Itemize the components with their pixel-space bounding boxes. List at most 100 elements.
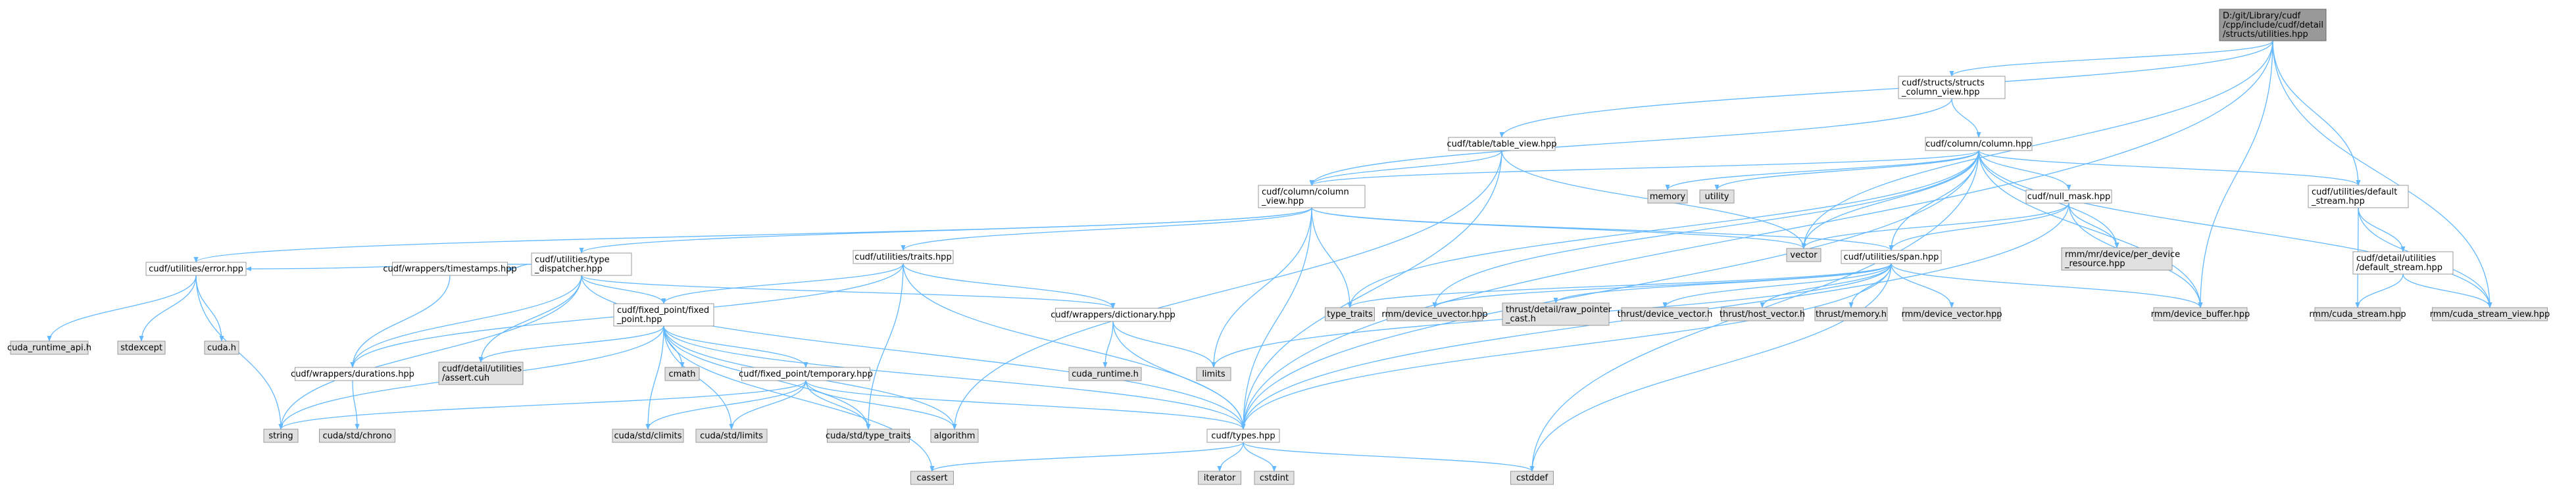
edge-dictionary-to-limits bbox=[1112, 321, 1216, 368]
dependency-edge bbox=[2272, 40, 2492, 308]
node-rmm_device_vector: rmm/device_vector.hpp bbox=[1902, 307, 2002, 321]
edge-type_dispatcher-to-assert_cuh bbox=[478, 275, 582, 363]
node-box bbox=[930, 429, 979, 443]
node-box bbox=[1841, 250, 1942, 264]
edge-type_dispatcher-to-string bbox=[278, 275, 582, 430]
edge-span-to-thrust_device_vector bbox=[1662, 263, 1892, 308]
edge-column_hpp-to-device_uvector bbox=[1432, 150, 1979, 308]
dependency-edge bbox=[1241, 207, 1312, 430]
node-dictionary[interactable]: cudf/wrappers/dictionary.hpp bbox=[1051, 308, 1176, 322]
node-label: cstddef bbox=[1516, 473, 1548, 483]
node-box bbox=[827, 429, 910, 443]
dependency-edge bbox=[193, 207, 1312, 263]
edge-table_view-to-types bbox=[1241, 150, 1502, 430]
node-column_view[interactable]: cudf/column/column_view.hpp bbox=[1258, 185, 1366, 208]
node-label: cudf/wrappers/dictionary.hpp bbox=[1051, 310, 1175, 320]
node-label: cuda.h bbox=[207, 343, 236, 353]
node-label: _dispatcher.hpp bbox=[534, 264, 603, 274]
edge-type_dispatcher-to-types bbox=[581, 275, 1246, 430]
node-null_mask[interactable]: cudf/null_mask.hpp bbox=[2025, 189, 2112, 204]
edge-error-to-cuda_h bbox=[195, 275, 224, 342]
node-memory: memory bbox=[1647, 189, 1688, 204]
node-climits: cuda/std/climits bbox=[612, 429, 684, 443]
node-label: cudf/table/table_view.hpp bbox=[1447, 139, 1557, 149]
dependency-edge bbox=[139, 275, 197, 342]
dependency-edge bbox=[1243, 442, 1535, 472]
node-fixed_point[interactable]: cudf/fixed_point/fixed_point.hpp bbox=[613, 303, 714, 327]
edge-span-to-types bbox=[1241, 263, 1892, 430]
edge-types-to-iterator bbox=[1217, 442, 1244, 472]
node-box bbox=[1814, 307, 1888, 321]
node-box bbox=[1502, 302, 1610, 326]
node-durations[interactable]: cudf/wrappers/durations.hpp bbox=[291, 367, 414, 381]
edge-null_mask-to-per_device_resource bbox=[2068, 202, 2119, 248]
dependency-edge bbox=[1978, 150, 2492, 308]
dependency-edge bbox=[1112, 321, 1216, 368]
node-utility: utility bbox=[1699, 189, 1735, 204]
node-thrust_device_vector: thrust/device_vector.h bbox=[1618, 307, 1712, 321]
dependency-edge bbox=[1891, 263, 2203, 308]
node-box bbox=[664, 367, 700, 381]
edge-column_hpp-to-utility bbox=[1714, 150, 1979, 191]
dependency-edge bbox=[663, 325, 935, 472]
node-box bbox=[2219, 9, 2327, 41]
dependency-edge bbox=[1241, 40, 2273, 430]
dependency-edge bbox=[350, 275, 451, 368]
node-detail_default_stream[interactable]: cudf/detail/utilities/default_stream.hpp bbox=[2352, 251, 2454, 275]
dependency-edge bbox=[645, 325, 664, 430]
node-label: rmm/cuda_stream.hpp bbox=[2309, 310, 2406, 319]
node-chrono: cuda/std/chrono bbox=[319, 429, 395, 443]
node-temporary[interactable]: cudf/fixed_point/temporary.hpp bbox=[739, 367, 873, 381]
edge-root-to-vector bbox=[1801, 40, 2273, 249]
edge-error-to-stdexcept bbox=[139, 275, 197, 342]
node-root[interactable]: D:/git/Library/cudf/cpp/include/cudf/det… bbox=[2219, 9, 2327, 41]
dependency-edge bbox=[2272, 40, 2361, 186]
node-label: cudf/utilities/traits.hpp bbox=[855, 252, 951, 262]
edge-temporary-to-std_limits bbox=[729, 380, 806, 430]
node-error[interactable]: cudf/utilities/error.hpp bbox=[145, 262, 247, 276]
edge-root-to-structs_column_view bbox=[1949, 40, 2273, 77]
dependency-edge bbox=[1102, 321, 1114, 368]
node-traits[interactable]: cudf/utilities/traits.hpp bbox=[853, 250, 954, 264]
node-device_uvector: rmm/device_uvector.hpp bbox=[1381, 307, 1488, 321]
node-box bbox=[695, 429, 768, 443]
node-default_stream[interactable]: cudf/utilities/default_stream.hpp bbox=[2308, 185, 2409, 208]
edge-column_view-to-type_traits bbox=[1311, 207, 1352, 308]
dependency-edge bbox=[1309, 98, 1952, 186]
edge-column_hpp-to-null_mask bbox=[1978, 150, 2071, 191]
node-box bbox=[1196, 367, 1231, 381]
node-box bbox=[2308, 185, 2409, 208]
node-column_hpp[interactable]: cudf/column/column.hpp bbox=[1925, 137, 2033, 151]
node-span[interactable]: cudf/utilities/span.hpp bbox=[1841, 250, 1942, 264]
node-box bbox=[1206, 429, 1280, 443]
node-label: rmm/device_buffer.hpp bbox=[2151, 310, 2250, 319]
edge-column_view-to-limits bbox=[1211, 207, 1312, 368]
node-type_dispatcher[interactable]: cudf/utilities/type_dispatcher.hpp bbox=[531, 252, 632, 276]
node-label: cudf/utilities/type bbox=[535, 255, 610, 265]
node-box bbox=[2314, 307, 2401, 321]
dependency-edge bbox=[1311, 207, 1352, 308]
node-box bbox=[392, 262, 508, 276]
dependency-edge bbox=[903, 263, 1116, 309]
node-types[interactable]: cudf/types.hpp bbox=[1206, 429, 1280, 443]
node-box bbox=[1068, 367, 1142, 381]
node-box bbox=[910, 471, 954, 485]
node-iterator: iterator bbox=[1198, 471, 1241, 485]
edge-null_mask-to-vector bbox=[1801, 202, 2069, 249]
node-box bbox=[1198, 471, 1241, 485]
node-label: cudf/null_mask.hpp bbox=[2027, 192, 2111, 202]
node-label: thrust/memory.h bbox=[1816, 310, 1887, 319]
node-table_view[interactable]: cudf/table/table_view.hpp bbox=[1447, 137, 1557, 151]
dependency-edge bbox=[1760, 263, 1892, 308]
node-box bbox=[2025, 189, 2112, 204]
edge-traits-to-types bbox=[903, 263, 1246, 430]
node-label: cudf/utilities/default bbox=[2312, 187, 2397, 197]
node-box bbox=[1387, 307, 1483, 321]
dependency-edge bbox=[581, 275, 666, 304]
node-timestamps[interactable]: cudf/wrappers/timestamps.hpp bbox=[383, 262, 517, 276]
node-label: rmm/device_vector.hpp bbox=[1902, 310, 2002, 319]
edge-default_stream-to-detail_default_stream bbox=[2358, 207, 2406, 252]
node-structs_column_view[interactable]: cudf/structs/structs_column_view.hpp bbox=[1898, 76, 2006, 99]
dependency-edge bbox=[1243, 442, 1277, 472]
dependency-edge bbox=[1309, 150, 1502, 186]
